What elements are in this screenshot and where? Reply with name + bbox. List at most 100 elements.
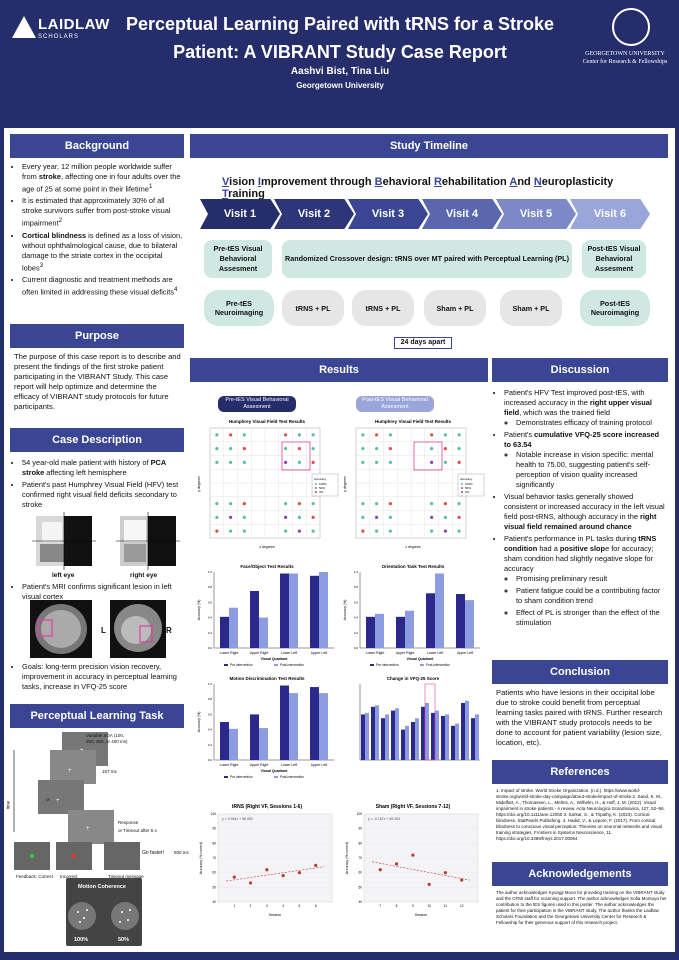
y-tick: 70 (212, 856, 216, 860)
bar (475, 714, 479, 760)
case-bullet: Patient's past Humphrey Visual Field (HF… (22, 480, 184, 510)
x-label: Visual Quadrant (261, 769, 289, 773)
hvf-dot (242, 502, 246, 506)
hvf-dot (361, 515, 365, 519)
hvf-dot (361, 529, 365, 533)
svg-text:+: + (68, 768, 72, 774)
bar (441, 715, 445, 760)
mri-sagittal-image (110, 600, 166, 658)
hvf-dot (215, 433, 219, 437)
title-line-2: Patient: A VIBRANT Study Case Report (173, 42, 507, 62)
pl-go-faster: Go faster! (142, 850, 164, 856)
pl-500ms: 500 ms (174, 850, 189, 855)
hvf-dot (388, 515, 392, 519)
y-tick: 0.8 (354, 585, 359, 589)
equation: y = 0.944x + 58.050 (222, 817, 253, 821)
chart-title: Face/Object Test Results (240, 564, 294, 569)
vfq-chart: Change in VFQ-25 Score (359, 676, 480, 761)
bar (405, 725, 409, 760)
hvf-dot (311, 502, 315, 506)
trend-line (226, 866, 324, 882)
pl-timeout: or Timeout after 5 s (118, 828, 157, 833)
x-tick: 5 (299, 904, 301, 908)
x-tick: Lower Left (281, 763, 297, 767)
bar (375, 613, 384, 648)
session-pill: tRNS + PL (352, 290, 414, 326)
mri-right-label: R (166, 626, 172, 635)
left-eye-caption: left eye (52, 572, 75, 579)
hvf-dot (284, 460, 288, 464)
x-tick: Upper Right (396, 651, 415, 655)
bar (465, 600, 474, 648)
scatter-point (394, 862, 399, 866)
bar (471, 718, 475, 760)
pl-variable-soa: Variable SOA (100, 200, 300, or 400 ms) (86, 733, 128, 744)
hvf-title: Humphrey Visual Field Test Results (375, 419, 452, 424)
pl-pct50: 50% (118, 937, 130, 943)
hvf-dot (457, 447, 461, 451)
session-pill: Sham + PL (424, 290, 486, 326)
y-tick: 60 (358, 871, 362, 875)
case-heading: Case Description (10, 428, 184, 452)
scatter-point (265, 868, 269, 872)
y-tick: 40 (358, 900, 362, 904)
purpose-text: The purpose of this case report is to de… (14, 352, 181, 411)
hvf-dot (457, 502, 461, 506)
y-tick: 0.6 (354, 600, 359, 604)
institution: Georgetown University (296, 81, 384, 90)
vfq-highlight (424, 683, 436, 761)
x-tick: 7 (379, 904, 381, 908)
georgetown-seal-icon (612, 8, 650, 46)
orientation-chart: Orientation Task Test Results0.00.20.40.… (343, 564, 480, 667)
hvf-dot (430, 529, 434, 533)
pl-task-heading: Perceptual Learning Task (10, 704, 184, 728)
hvf-dot (311, 433, 315, 437)
pre-assessment-box: Pre-tES Visual Behavioral Assesment (204, 240, 272, 278)
x-tick: Lower Right (220, 651, 239, 655)
hvf-dot (311, 529, 315, 533)
timeline-heading: Study Timeline (190, 134, 668, 158)
hvf-dot (229, 502, 233, 506)
hvf-dot (229, 529, 233, 533)
y-label: Accuracy (%) (343, 600, 347, 621)
hvf-dot (443, 515, 447, 519)
case-text-1: 54 year-old male patient with history of… (12, 458, 184, 512)
hvf-legend-item: 100% (319, 482, 327, 486)
trend-line (372, 861, 470, 881)
background-heading: Background (10, 134, 184, 158)
bar (435, 573, 444, 648)
bar (250, 714, 259, 760)
hvf-x-label: x degrees (259, 545, 275, 549)
discussion-sub: Patient fatigue could be a contributing … (516, 586, 668, 606)
y-tick: 0.4 (354, 616, 359, 620)
hvf-dot (361, 433, 365, 437)
pl-response: Response (118, 820, 139, 825)
hvf-dot (375, 529, 379, 533)
y-tick: 0.8 (208, 585, 213, 589)
scatter-point (460, 878, 464, 882)
gu-label: GEORGETOWN UNIVERSITY Center for Researc… (570, 50, 679, 66)
y-tick: 0.0 (354, 646, 359, 650)
laidlaw-logo: LAIDLAW SCHOLARS (10, 14, 109, 54)
bar (361, 714, 365, 760)
chart-title: Motion Discrimination Test Results (230, 676, 305, 681)
bar (426, 593, 435, 648)
mri-axial-image (30, 600, 92, 658)
gu-line-1: GEORGETOWN UNIVERSITY (585, 51, 665, 57)
hvf-dot (229, 515, 233, 519)
hvf-dot (242, 447, 246, 451)
background-bullet: Cortical blindness is defined as a loss … (22, 231, 184, 273)
left-eye-hvf-image (32, 512, 96, 570)
x-tick: 2 (250, 904, 252, 908)
hvf-dot (311, 447, 315, 451)
svg-text:+: + (86, 826, 90, 832)
right-eye-caption: right eye (130, 572, 158, 579)
hvf-dot (375, 515, 379, 519)
visit-arrow: Visit 4 (422, 199, 502, 229)
background-text: Every year, 12 million people worldwide … (12, 162, 184, 300)
hvf-dot (284, 515, 288, 519)
hvf-dot (361, 502, 365, 506)
discussion-bullet: Patient's cumulative VFQ-25 score increa… (504, 430, 668, 490)
sham-scatter-chart: Sham (Right VF, Sessions 7-12)4050607080… (340, 800, 486, 920)
